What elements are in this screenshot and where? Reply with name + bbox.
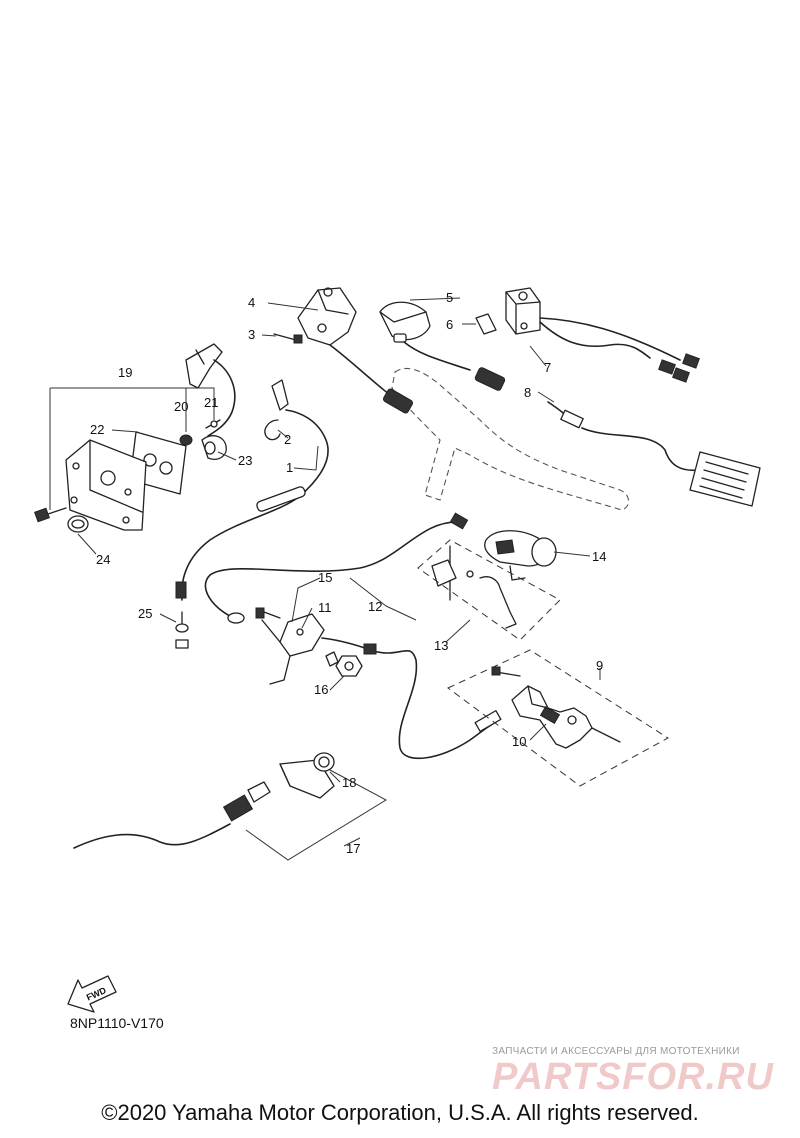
callout-labels: 1 2 3 4 5 6 7 8 9 10 11 12 13 14 15 16 1…	[90, 290, 606, 856]
cable-part-1[interactable]	[175, 409, 329, 601]
left-switch-housing[interactable]	[297, 287, 414, 414]
callout-14: 14	[592, 549, 606, 564]
callout-3: 3	[248, 327, 255, 342]
right-switch[interactable]	[379, 301, 506, 391]
lever-top[interactable]	[185, 343, 236, 437]
callout-1: 1	[286, 460, 293, 475]
bolt-part-19[interactable]	[34, 507, 67, 523]
watermark-logo: PARTSFOR.RU	[492, 1056, 774, 1098]
screw-part-15[interactable]	[255, 607, 281, 619]
watermark-tagline: ЗАПЧАСТИ И АКСЕССУАРЫ ДЛЯ МОТОТЕХНИКИ	[492, 1046, 740, 1057]
cable-part-12[interactable]	[204, 512, 502, 760]
cable-part-17[interactable]	[73, 759, 335, 849]
callout-20: 20	[174, 399, 188, 414]
grommet-part-20[interactable]	[179, 434, 193, 446]
pin-part-21[interactable]	[205, 419, 221, 429]
cap-part-18[interactable]	[313, 752, 335, 772]
lever-bracket-part-13[interactable]	[431, 545, 517, 629]
brake-lever-part-11[interactable]	[261, 613, 325, 685]
callout-4: 4	[248, 295, 255, 310]
group-outline-13	[417, 539, 561, 641]
lever-holder-part-14[interactable]	[484, 530, 557, 581]
callout-2: 2	[284, 432, 291, 447]
diagram-code: 8NP1110-V170	[70, 1015, 164, 1031]
callout-17: 17	[346, 841, 360, 856]
callout-25: 25	[138, 606, 152, 621]
mount-plate[interactable]	[65, 439, 147, 531]
callout-19: 19	[118, 365, 132, 380]
pad-part-6[interactable]	[475, 313, 497, 335]
callout-15: 15	[318, 570, 332, 585]
throttle-switch-part-7[interactable]	[505, 287, 700, 383]
handlebar-outline	[391, 368, 630, 511]
callout-13: 13	[434, 638, 448, 653]
callout-12: 12	[368, 599, 382, 614]
callout-7: 7	[544, 360, 551, 375]
clip-part-25[interactable]	[175, 611, 189, 649]
copyright-notice: ©2020 Yamaha Motor Corporation, U.S.A. A…	[101, 1100, 699, 1125]
fwd-arrow-icon: FWD	[67, 975, 117, 1013]
leader-lines	[49, 297, 601, 861]
brake-lever-part-9[interactable]	[491, 666, 621, 749]
callout-18: 18	[342, 775, 356, 790]
callout-11: 11	[318, 600, 332, 615]
nut-part-16[interactable]	[325, 651, 363, 677]
callout-16: 16	[314, 682, 328, 697]
screw-part-3[interactable]	[273, 333, 303, 344]
callout-10: 10	[512, 734, 526, 749]
group-outline-9	[447, 649, 669, 787]
knob-part-23[interactable]	[201, 435, 227, 460]
callout-22: 22	[90, 422, 104, 437]
callout-21: 21	[204, 395, 218, 410]
callout-23: 23	[238, 453, 252, 468]
callout-24: 24	[96, 552, 110, 567]
heater-lead-part-8[interactable]	[547, 401, 761, 507]
callout-6: 6	[446, 317, 453, 332]
callout-5: 5	[446, 290, 453, 305]
callout-9: 9	[596, 658, 603, 673]
clip-part-2[interactable]	[264, 379, 289, 441]
oring-part-24[interactable]	[67, 515, 89, 533]
callout-8: 8	[524, 385, 531, 400]
